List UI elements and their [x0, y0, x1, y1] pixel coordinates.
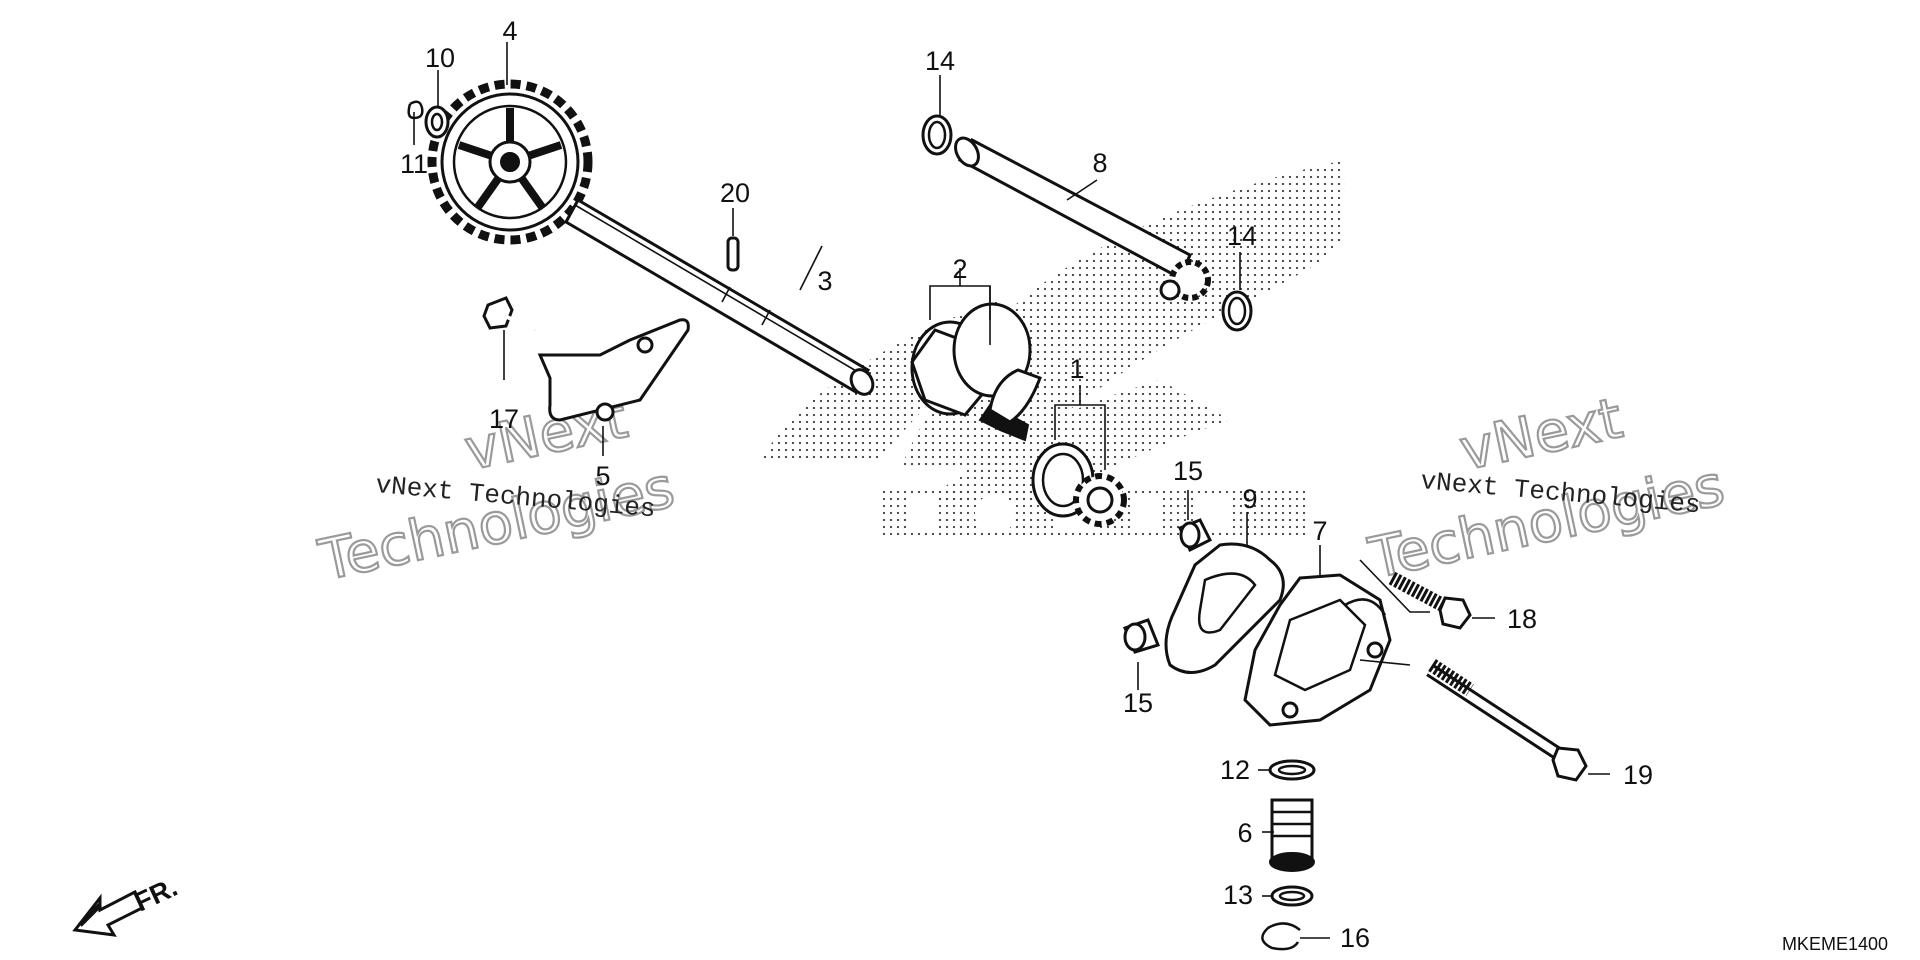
- leader-lines: [413, 42, 1610, 939]
- callout-1: 1: [1069, 354, 1084, 384]
- part-19-bolt: [1426, 659, 1588, 782]
- part-14-oring-right: [1221, 290, 1253, 332]
- callout-20: 20: [720, 178, 750, 208]
- callout-labels: 1 2 3 4 5 6 7 8 9 10 11 12 13 14 14 15 1…: [400, 16, 1653, 953]
- callout-6: 6: [1237, 818, 1252, 848]
- part-5-plate: [537, 318, 690, 422]
- watermark-right: vNext Technologies vNext Technologies: [1362, 385, 1731, 593]
- callout-2: 2: [952, 254, 967, 284]
- callout-16: 16: [1340, 923, 1370, 953]
- callout-4: 4: [502, 16, 517, 46]
- diagram-code: MKEME1400: [1782, 934, 1888, 954]
- part-12-oring: [1268, 759, 1316, 781]
- part-10-washer: [424, 105, 450, 139]
- watermark-big-technologies: Technologies: [1363, 453, 1729, 592]
- callout-19: 19: [1623, 760, 1653, 790]
- callout-11: 11: [400, 149, 428, 179]
- part-15-dowel-lower: [1123, 618, 1160, 654]
- part-13-oring: [1270, 885, 1314, 907]
- part-16-circlip: [1261, 922, 1301, 951]
- callout-9: 9: [1242, 484, 1257, 514]
- callout-3: 3: [817, 266, 832, 296]
- part-18-bolt: [1388, 571, 1472, 630]
- part-15-dowel-upper: [1177, 518, 1213, 553]
- part-1-rotor-set: [1031, 442, 1127, 527]
- part-3-shaft: [563, 197, 875, 396]
- callout-10: 10: [425, 43, 455, 73]
- callout-17: 17: [489, 404, 519, 434]
- callout-15-lower: 15: [1123, 688, 1153, 718]
- callout-8: 8: [1092, 148, 1107, 178]
- callout-14-top: 14: [925, 46, 955, 76]
- callout-13: 13: [1223, 880, 1253, 910]
- callout-12: 12: [1220, 755, 1250, 785]
- part-11-clip: [407, 100, 424, 120]
- part-7-pump-body: [1243, 573, 1392, 727]
- part-20-pin: [726, 236, 740, 272]
- part-17-bolt: [482, 296, 536, 332]
- watermark-big-vnext: vNext: [1454, 386, 1628, 484]
- callout-18: 18: [1507, 604, 1537, 634]
- part-14-oring-top: [921, 114, 953, 156]
- callout-7: 7: [1312, 516, 1327, 546]
- part-2-rotor-set: [910, 302, 1042, 442]
- part-9-gasket: [1164, 542, 1285, 674]
- callout-5: 5: [595, 461, 610, 491]
- part-8-shaft: [954, 136, 1211, 301]
- front-direction-arrow: FR.: [72, 872, 182, 937]
- callout-15-upper: 15: [1173, 456, 1203, 486]
- part-6-relief-valve: [1269, 798, 1315, 872]
- part-4-gear: [427, 79, 593, 245]
- callout-14-right: 14: [1227, 221, 1257, 251]
